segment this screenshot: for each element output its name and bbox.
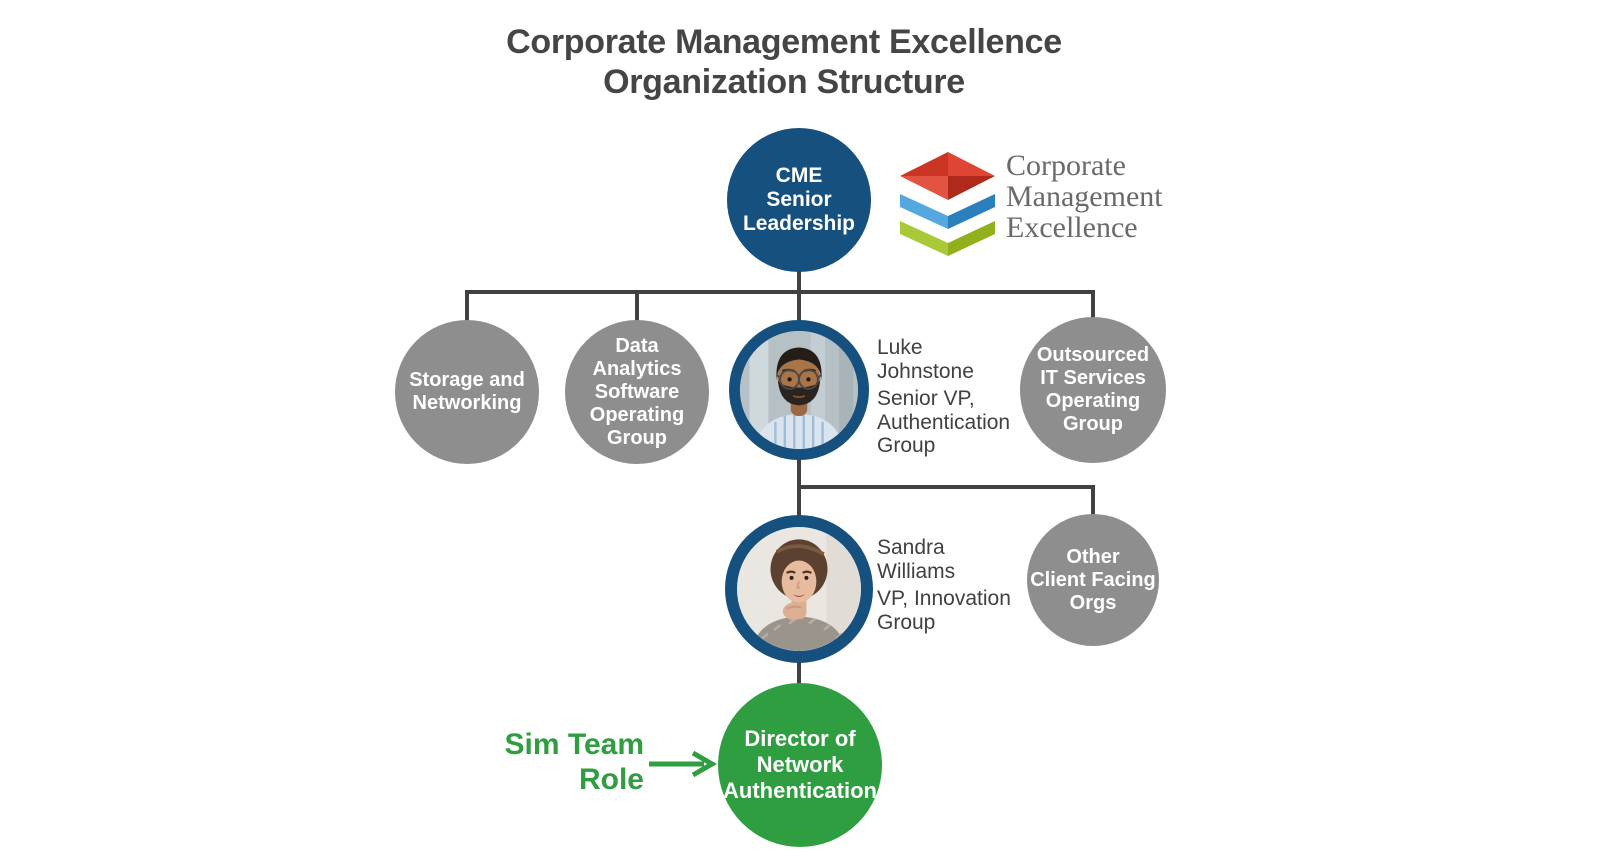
node-cme-senior-leadership: CME Senior Leadership bbox=[727, 128, 871, 272]
node-label: Data Analytics Software Operating Group bbox=[589, 334, 685, 449]
person-title: Senior VP, Authentication Group bbox=[877, 387, 1011, 457]
node-label: CME Senior Leadership bbox=[742, 164, 856, 235]
person-title: VP, Innovation Group bbox=[877, 587, 1011, 634]
node-storage-and-networking: Storage and Networking bbox=[395, 320, 539, 464]
brand-logo: Corporate Management Excellence bbox=[896, 147, 1163, 261]
node-label: Director of Network Authentication bbox=[723, 726, 877, 803]
node-label: Storage and Networking bbox=[409, 369, 525, 414]
node-sandra-williams bbox=[725, 515, 873, 663]
brand-logo-text: Corporate Management Excellence bbox=[1006, 149, 1163, 244]
node-luke-johnstone bbox=[729, 320, 869, 460]
label-luke-johnstone: Luke Johnstone Senior VP, Authentication… bbox=[877, 336, 1010, 458]
node-director-of-network-authentication: Director of Network Authentication bbox=[718, 683, 882, 847]
page-title: Corporate Management Excellence Organiza… bbox=[506, 23, 1062, 101]
layered-diamond-logo-icon bbox=[900, 152, 995, 256]
person-name: Luke Johnstone bbox=[877, 336, 974, 383]
node-data-analytics-software-operating-group: Data Analytics Software Operating Group bbox=[565, 320, 709, 464]
label-sandra-williams: Sandra Williams VP, Innovation Group bbox=[877, 536, 1011, 634]
woman-short-brown-hair-photo bbox=[737, 527, 861, 651]
node-other-client-facing-orgs: Other Client Facing Orgs bbox=[1027, 514, 1159, 646]
node-outsourced-it-services-operating-group: Outsourced IT Services Operating Group bbox=[1020, 317, 1166, 463]
man-with-beard-and-glasses-photo bbox=[740, 331, 858, 449]
person-name: Sandra Williams bbox=[877, 536, 956, 583]
sim-team-role-label: Sim Team Role bbox=[504, 728, 645, 796]
sim-team-role-arrow-icon bbox=[649, 750, 717, 778]
node-label: Outsourced IT Services Operating Group bbox=[1036, 344, 1150, 435]
node-label: Other Client Facing Orgs bbox=[1030, 545, 1156, 614]
